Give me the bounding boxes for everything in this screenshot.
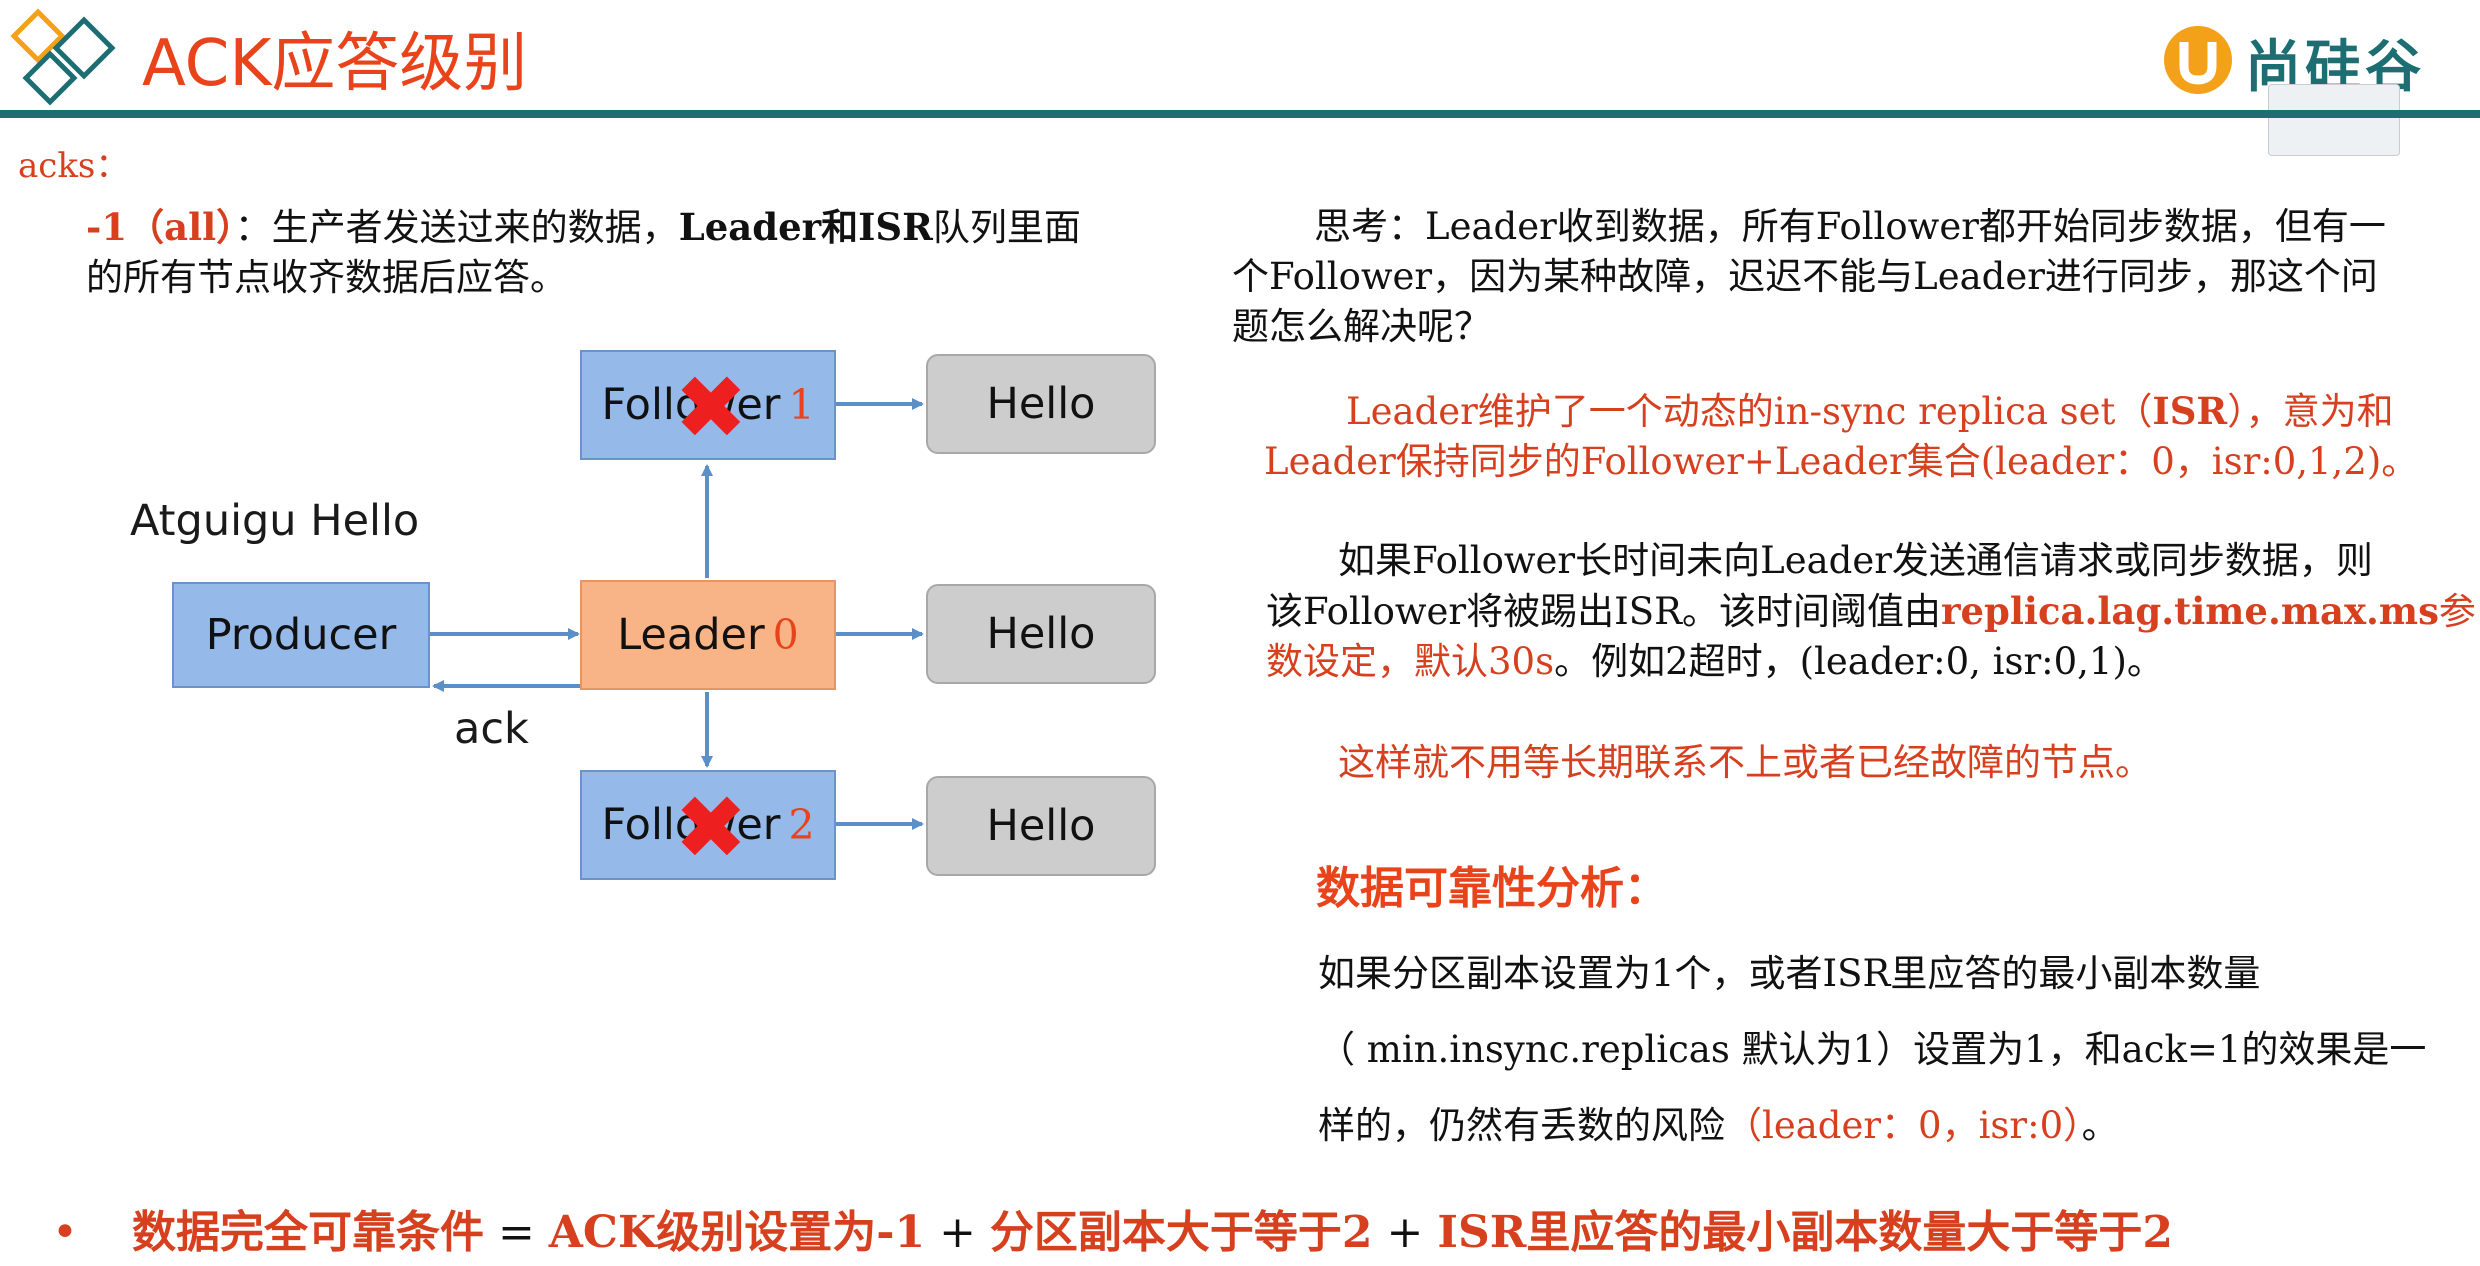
ack-label: ack [454, 704, 529, 754]
conclusion-line: •数据完全可靠条件 = ACK级别设置为-1 + 分区副本大于等于2 + ISR… [52, 1207, 2173, 1258]
header-divider [0, 110, 2480, 118]
brand-logo-icon [2164, 26, 2232, 94]
logo-diamonds-icon [10, 8, 116, 106]
failure-x-icon: ✖ [674, 356, 748, 459]
lag-time-param: replica.lag.time.max.ms [1940, 589, 2439, 633]
reliability-body: 如果分区副本设置为1个，或者ISR里应答的最小副本数量 （ min.insync… [1318, 952, 2427, 1147]
reliability-title: 数据可靠性分析： [1316, 863, 1668, 914]
acks-all-description: -1（all）：生产者发送过来的数据，Leader和ISR队列里面 的所有节点收… [86, 205, 1081, 299]
producer-box: Producer [172, 582, 430, 688]
diagram-arrows [430, 398, 924, 830]
timeout-explanation: 如果Follower长时间未向Leader发送通信请求或同步数据，则 该Foll… [1266, 539, 2476, 683]
hello-box-follower1: Hello [926, 354, 1156, 454]
acks-label: acks： [18, 146, 130, 186]
bullet: • [52, 1207, 78, 1258]
hello-box-follower2: Hello [926, 776, 1156, 876]
acks-all-value: -1（all） [86, 205, 235, 249]
failure-x-icon: ✖ [674, 776, 748, 879]
hello-box-leader: Hello [926, 584, 1156, 684]
page-title: ACK应答级别 [142, 27, 528, 101]
conclusion-label: 数据完全可靠条件 [131, 1207, 484, 1258]
note-text: 这样就不用等长期联系不上或者已经故障的节点。 [1338, 741, 2152, 784]
isr-explanation: Leader维护了一个动态的in-sync replica set（ISR），意… [1264, 389, 2419, 483]
think-question: 思考：Leader收到数据，所有Follower都开始同步数据，但有一 个Fol… [1232, 205, 2386, 348]
video-thumbnail[interactable] [2268, 84, 2400, 156]
producer-caption: Atguigu Hello [130, 496, 420, 546]
